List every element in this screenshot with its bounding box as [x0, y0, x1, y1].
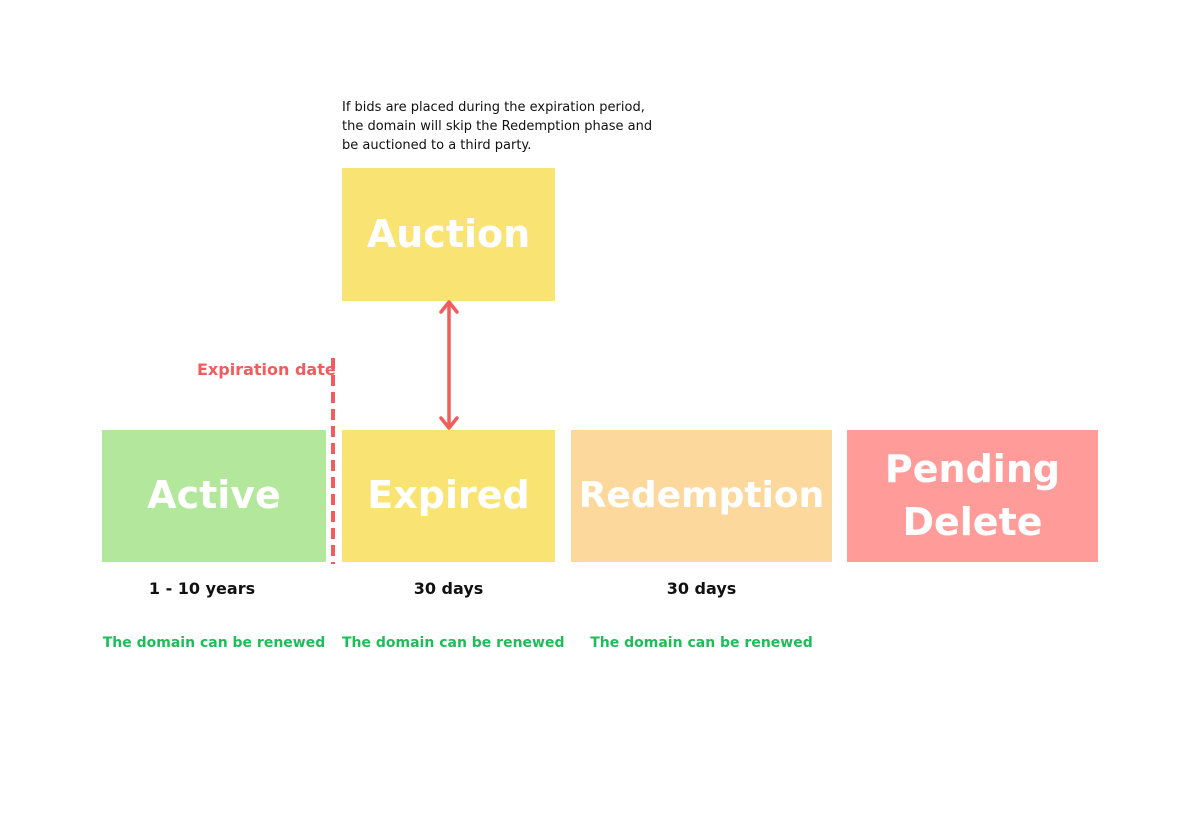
- stage-active: Active: [102, 430, 326, 562]
- stage-pending-delete: Pending Delete: [847, 430, 1098, 562]
- arrow-head-down: [439, 416, 459, 430]
- stage-pending-delete-label: Pending Delete: [885, 443, 1060, 549]
- duration-redemption: 30 days: [666, 579, 737, 598]
- stage-redemption-label: Redemption: [578, 474, 825, 516]
- pending-delete-line: Pending: [884, 446, 1061, 491]
- renewal-note-active: The domain can be renewed: [102, 635, 326, 651]
- stage-active-label: Active: [147, 473, 281, 518]
- expiration-date-label: Expiration date: [197, 360, 336, 379]
- note-line: If bids are placed during the expiration…: [342, 100, 645, 115]
- stage-expired: Expired: [342, 430, 555, 562]
- note-line: be auctioned to a third party.: [342, 138, 532, 153]
- renewal-note-expired: The domain can be renewed: [342, 635, 565, 651]
- duration-active: 1 - 10 years: [148, 579, 256, 598]
- bidirectional-arrow: [439, 300, 459, 430]
- pending-delete-line: Delete: [902, 500, 1043, 544]
- stage-redemption: Redemption: [571, 430, 832, 562]
- duration-expired: 30 days: [413, 579, 484, 598]
- stage-expired-label: Expired: [367, 473, 530, 518]
- note-line: the domain will skip the Redemption phas…: [342, 119, 653, 134]
- stage-auction-label: Auction: [366, 211, 531, 256]
- renewal-note-redemption: The domain can be renewed: [590, 635, 813, 651]
- arrow-head-up: [439, 300, 459, 314]
- expiration-date-line: [331, 358, 335, 564]
- stage-auction: Auction: [342, 168, 555, 301]
- explanation-note: If bids are placed during the expiration…: [342, 98, 672, 155]
